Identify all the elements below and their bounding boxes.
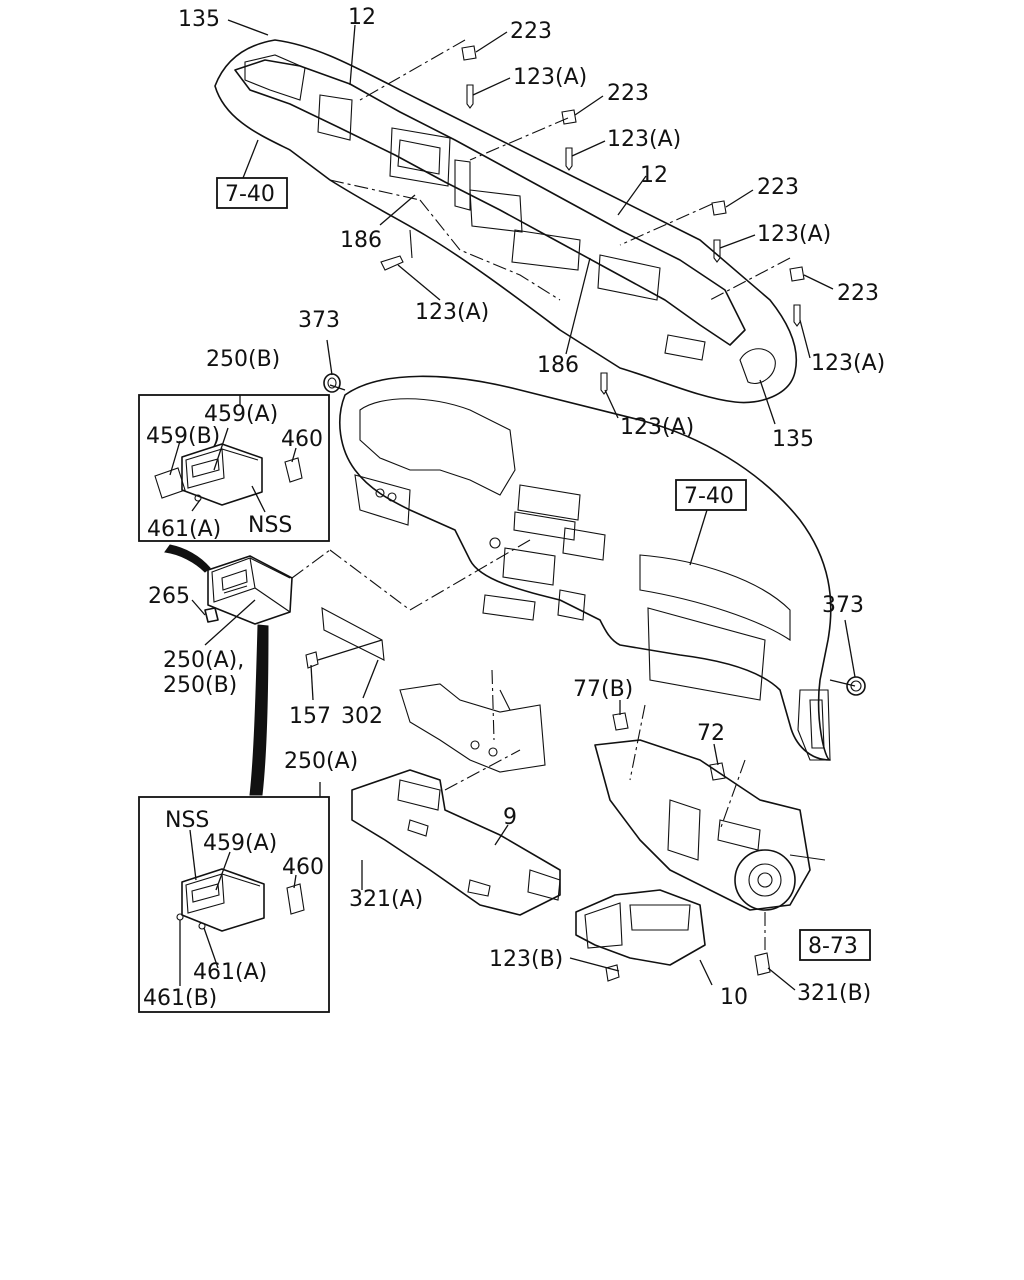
heater-unit-8-73: [594, 704, 826, 976]
label-461b: 461(B): [143, 986, 217, 1011]
label-12-mid: 12: [640, 163, 668, 188]
label-223-1: 223: [510, 19, 552, 44]
part-labels: 135 12 223 123(A) 223 123(A) 12 223 123(…: [143, 5, 885, 1011]
upper-air-duct: [214, 39, 805, 404]
label-123a-3: 123(A): [757, 222, 831, 247]
label-265: 265: [148, 584, 190, 609]
label-135-bot: 135: [772, 427, 814, 452]
label-72: 72: [697, 721, 725, 746]
label-7-40-top: 7-40: [225, 182, 275, 207]
label-250ab-1: 250(A),: [163, 648, 244, 673]
label-123a-4: 123(A): [811, 351, 885, 376]
label-250b-top: 250(B): [206, 347, 280, 372]
leader-lines: [191, 19, 856, 991]
label-123b: 123(B): [489, 947, 563, 972]
label-250a-bot: 250(A): [284, 749, 358, 774]
label-461a-bot: 461(A): [193, 960, 267, 985]
label-250ab-2: 250(B): [163, 673, 237, 698]
label-186-mid: 186: [537, 353, 579, 378]
arrow-unit-to-bottom: [249, 624, 269, 796]
callout-box-250b: [138, 394, 330, 542]
callout-box-250a: [138, 782, 330, 1013]
label-157: 157: [289, 704, 331, 729]
label-460-bot: 460: [282, 855, 324, 880]
label-nss-top: NSS: [248, 513, 292, 538]
label-186-left: 186: [340, 228, 382, 253]
label-302: 302: [341, 704, 383, 729]
grommet-373: [323, 373, 866, 696]
label-nss-bot: NSS: [165, 808, 209, 833]
lower-duct-10: [569, 889, 706, 982]
label-373-top: 373: [298, 308, 340, 333]
ref-box-7-40-mid: [675, 479, 747, 511]
label-123a-6: 123(A): [620, 415, 694, 440]
instrument-panel: [329, 375, 856, 761]
ref-box-7-40-top: [216, 177, 288, 209]
lower-duct-9: [351, 669, 561, 916]
label-123a-5: 123(A): [415, 300, 489, 325]
label-459a-bot: 459(A): [203, 831, 277, 856]
label-10: 10: [720, 985, 748, 1010]
label-223-3: 223: [757, 175, 799, 200]
label-8-73: 8-73: [808, 934, 858, 959]
label-459b: 459(B): [146, 424, 220, 449]
arrow-top-to-unit: [164, 544, 211, 573]
label-223-4: 223: [837, 281, 879, 306]
label-135-top: 135: [178, 7, 220, 32]
label-321b: 321(B): [797, 981, 871, 1006]
label-12-top: 12: [348, 5, 376, 30]
label-9: 9: [503, 805, 517, 830]
label-460-top: 460: [281, 427, 323, 452]
label-7-40-mid: 7-40: [684, 484, 734, 509]
label-459a-top: 459(A): [204, 402, 278, 427]
label-223-2: 223: [607, 81, 649, 106]
label-77b: 77(B): [573, 677, 633, 702]
label-373-right: 373: [822, 593, 864, 618]
heater-control-unit: [204, 539, 531, 669]
label-123a-2: 123(A): [607, 127, 681, 152]
label-123a-1: 123(A): [513, 65, 587, 90]
ref-box-8-73: [799, 929, 871, 961]
label-461a-top: 461(A): [147, 517, 221, 542]
label-321a: 321(A): [349, 887, 423, 912]
